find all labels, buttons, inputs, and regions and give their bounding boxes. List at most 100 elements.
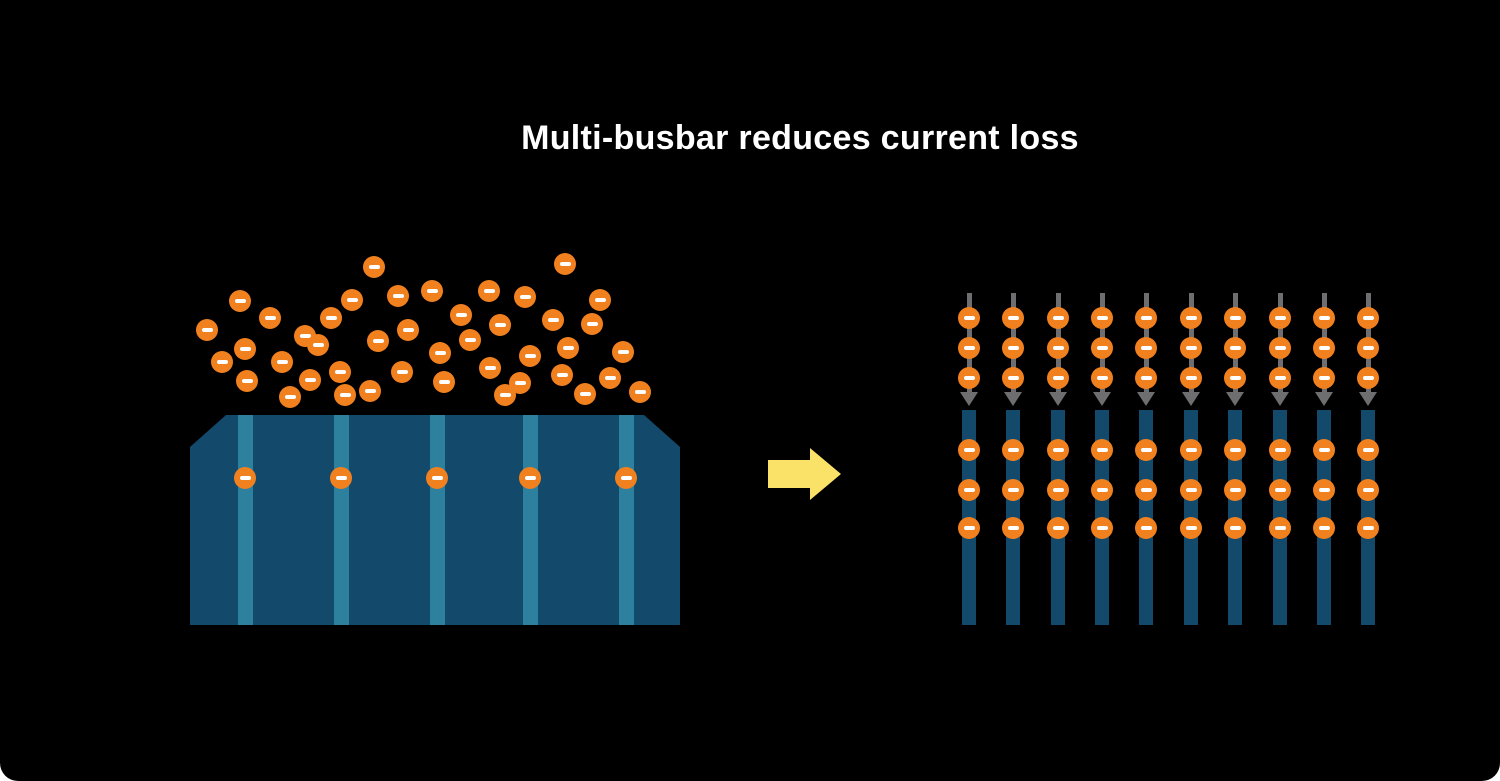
electron-icon: [320, 307, 342, 329]
electron-icon: [1002, 307, 1024, 329]
current-flow-arrowhead-icon: [1315, 392, 1333, 406]
electron-icon: [1313, 307, 1335, 329]
electron-icon: [1180, 439, 1202, 461]
busbar-stripe: [522, 415, 538, 625]
busbar-stripe: [429, 415, 445, 625]
electron-icon: [329, 361, 351, 383]
electron-icon: [629, 381, 651, 403]
electron-icon: [1269, 307, 1291, 329]
electron-icon: [589, 289, 611, 311]
electron-icon: [391, 361, 413, 383]
electron-icon: [1313, 479, 1335, 501]
electron-icon: [557, 337, 579, 359]
electron-icon: [1269, 337, 1291, 359]
electron-icon: [1002, 517, 1024, 539]
electron-icon: [1091, 439, 1113, 461]
electron-icon: [429, 342, 451, 364]
electron-icon: [1357, 439, 1379, 461]
current-flow-arrowhead-icon: [960, 392, 978, 406]
electron-icon: [433, 371, 455, 393]
electron-icon: [1180, 517, 1202, 539]
electron-icon: [599, 367, 621, 389]
electron-icon: [1224, 367, 1246, 389]
current-flow-arrowhead-icon: [1271, 392, 1289, 406]
electron-icon: [307, 334, 329, 356]
transition-arrow-icon: [768, 448, 841, 500]
electron-icon: [1091, 337, 1113, 359]
electron-icon: [1269, 439, 1291, 461]
electron-icon: [1135, 307, 1157, 329]
electron-icon: [1002, 367, 1024, 389]
current-flow-arrowhead-icon: [1359, 392, 1377, 406]
electron-icon: [234, 338, 256, 360]
electron-icon: [1269, 517, 1291, 539]
electron-icon: [1180, 307, 1202, 329]
electron-icon: [363, 256, 385, 278]
electron-icon: [1313, 517, 1335, 539]
electron-icon: [1047, 307, 1069, 329]
current-flow-arrowhead-icon: [1182, 392, 1200, 406]
electron-icon: [1091, 367, 1113, 389]
electron-icon: [1180, 479, 1202, 501]
electron-icon: [479, 357, 501, 379]
electron-icon: [1313, 367, 1335, 389]
electron-icon: [397, 319, 419, 341]
electron-icon: [1269, 479, 1291, 501]
busbar-stripe: [237, 415, 253, 625]
electron-icon: [271, 351, 293, 373]
electron-icon: [1224, 439, 1246, 461]
electron-icon: [958, 439, 980, 461]
electron-icon: [1135, 337, 1157, 359]
electron-icon: [1047, 337, 1069, 359]
electron-icon: [1357, 307, 1379, 329]
electron-icon: [958, 307, 980, 329]
electron-icon: [279, 386, 301, 408]
electron-icon: [236, 370, 258, 392]
current-flow-arrowhead-icon: [1004, 392, 1022, 406]
electron-icon: [1313, 337, 1335, 359]
electron-icon: [1224, 337, 1246, 359]
electron-icon: [1135, 517, 1157, 539]
electron-icon: [334, 384, 356, 406]
electron-icon: [299, 369, 321, 391]
electron-icon: [612, 341, 634, 363]
electron-icon: [1091, 479, 1113, 501]
electron-icon: [509, 372, 531, 394]
electron-icon: [259, 307, 281, 329]
electron-icon: [1002, 479, 1024, 501]
electron-icon: [1047, 479, 1069, 501]
electron-icon: [211, 351, 233, 373]
electron-icon: [359, 380, 381, 402]
electron-icon: [1180, 367, 1202, 389]
electron-icon: [958, 367, 980, 389]
electron-icon: [1357, 517, 1379, 539]
electron-icon: [367, 330, 389, 352]
electron-icon: [426, 467, 448, 489]
electron-icon: [1357, 367, 1379, 389]
electron-icon: [1135, 367, 1157, 389]
electron-icon: [229, 290, 251, 312]
electron-icon: [1002, 439, 1024, 461]
electron-icon: [341, 289, 363, 311]
current-flow-arrowhead-icon: [1049, 392, 1067, 406]
electron-icon: [234, 467, 256, 489]
electron-icon: [554, 253, 576, 275]
electron-icon: [574, 383, 596, 405]
electron-icon: [1357, 337, 1379, 359]
electron-icon: [478, 280, 500, 302]
electron-icon: [514, 286, 536, 308]
electron-icon: [1091, 517, 1113, 539]
electron-icon: [459, 329, 481, 351]
solar-cell: [190, 415, 680, 625]
electron-icon: [551, 364, 573, 386]
electron-icon: [196, 319, 218, 341]
electron-icon: [387, 285, 409, 307]
current-flow-arrowhead-icon: [1137, 392, 1155, 406]
electron-icon: [1091, 307, 1113, 329]
electron-icon: [958, 337, 980, 359]
electron-icon: [489, 314, 511, 336]
electron-icon: [958, 517, 980, 539]
current-flow-arrowhead-icon: [1226, 392, 1244, 406]
electron-icon: [581, 313, 603, 335]
